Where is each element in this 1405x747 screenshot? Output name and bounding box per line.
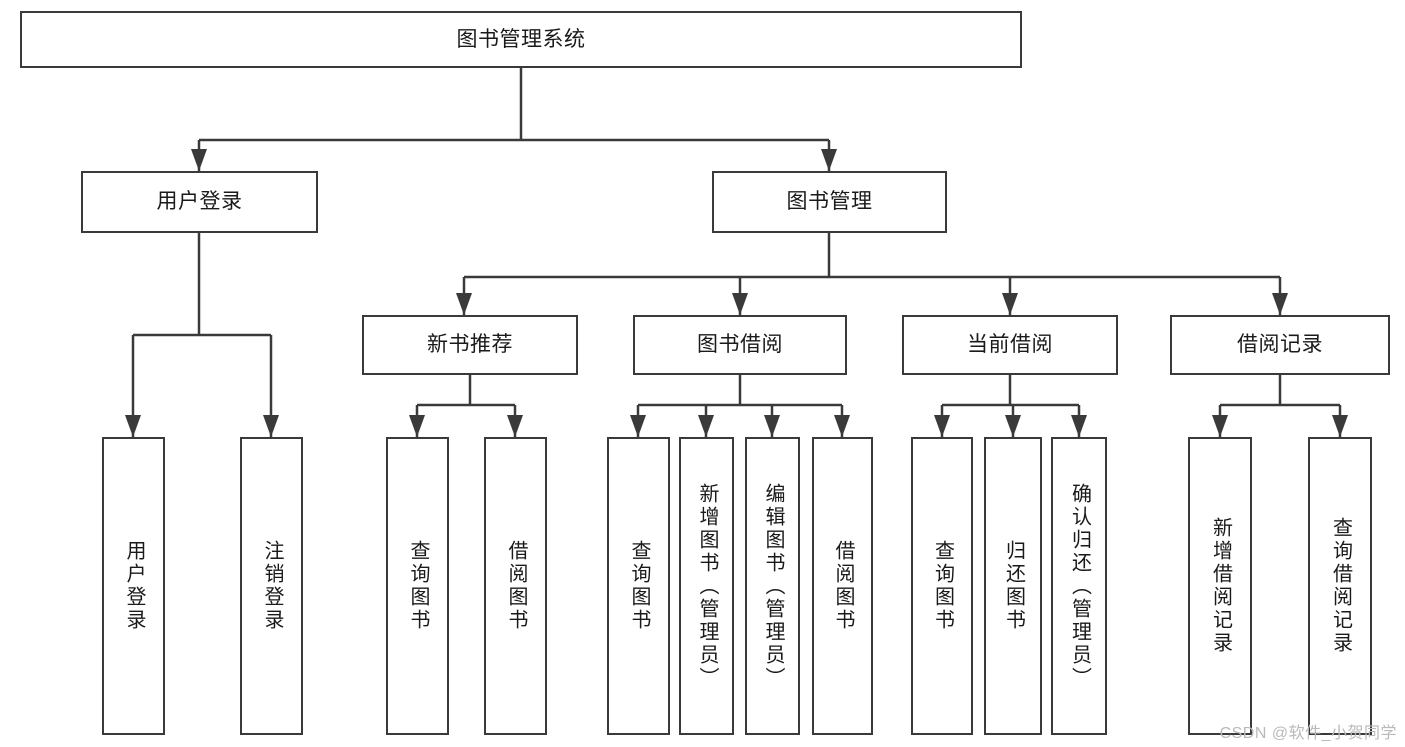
node-label-l12: 新增借阅记录	[1209, 517, 1232, 655]
c-root-arrowhead-0	[191, 149, 207, 171]
node-box-newbook[interactable]: 新书推荐	[362, 315, 578, 375]
c-login-arrowhead-1	[263, 415, 279, 437]
node-label-l11: 确认归还（管理员）	[1068, 482, 1091, 690]
node-box-records[interactable]: 借阅记录	[1170, 315, 1390, 375]
c-records-arrowhead-1	[1332, 415, 1348, 437]
node-box-login[interactable]: 用户登录	[81, 171, 318, 233]
node-label-l13: 查询借阅记录	[1329, 517, 1352, 655]
node-label-l3: 查询图书	[407, 540, 429, 632]
node-box-l12[interactable]: 新增借阅记录	[1188, 437, 1252, 735]
c-borrow-arrowhead-2	[764, 415, 780, 437]
node-box-borrow[interactable]: 图书借阅	[633, 315, 847, 375]
node-label-root: 图书管理系统	[456, 27, 586, 51]
node-label-l8: 借阅图书	[832, 540, 854, 632]
c-bookmgmt-arrowhead-3	[1272, 293, 1288, 315]
node-label-l10: 归还图书	[1002, 540, 1025, 632]
node-box-l4[interactable]: 借阅图书	[484, 437, 547, 735]
c-newbook-arrowhead-1	[507, 415, 523, 437]
node-box-l13[interactable]: 查询借阅记录	[1308, 437, 1372, 735]
node-box-l5[interactable]: 查询图书	[607, 437, 670, 735]
node-label-newbook: 新书推荐	[427, 333, 513, 357]
node-label-l1: 用户登录	[123, 540, 145, 632]
node-label-l5: 查询图书	[628, 540, 650, 632]
c-current-arrowhead-2	[1071, 415, 1087, 437]
c-borrow-arrowhead-1	[698, 415, 714, 437]
c-borrow-arrowhead-3	[834, 415, 850, 437]
c-bookmgmt-arrowhead-0	[456, 293, 472, 315]
c-records-arrowhead-0	[1212, 415, 1228, 437]
node-label-login: 用户登录	[156, 190, 243, 214]
node-label-l2: 注销登录	[261, 540, 283, 632]
c-current-arrowhead-0	[934, 415, 950, 437]
node-label-bookmgmt: 图书管理	[786, 190, 873, 214]
c-bookmgmt-arrowhead-2	[1002, 293, 1018, 315]
c-newbook-arrowhead-0	[409, 415, 425, 437]
node-box-l2[interactable]: 注销登录	[240, 437, 303, 735]
node-box-bookmgmt[interactable]: 图书管理	[712, 171, 947, 233]
c-borrow-arrowhead-0	[630, 415, 646, 437]
node-box-l3[interactable]: 查询图书	[386, 437, 449, 735]
node-label-l6: 新增图书（管理员）	[696, 482, 718, 690]
node-label-l9: 查询图书	[931, 540, 954, 632]
c-login-arrowhead-0	[125, 415, 141, 437]
node-box-current[interactable]: 当前借阅	[902, 315, 1118, 375]
node-box-l11[interactable]: 确认归还（管理员）	[1051, 437, 1107, 735]
node-box-l9[interactable]: 查询图书	[911, 437, 973, 735]
node-box-l7[interactable]: 编辑图书（管理员）	[745, 437, 800, 735]
c-current-arrowhead-1	[1005, 415, 1021, 437]
c-bookmgmt-arrowhead-1	[732, 293, 748, 315]
node-box-l10[interactable]: 归还图书	[984, 437, 1042, 735]
node-box-l8[interactable]: 借阅图书	[812, 437, 873, 735]
node-label-current: 当前借阅	[967, 333, 1053, 357]
node-label-l7: 编辑图书（管理员）	[762, 482, 784, 690]
c-root-arrowhead-1	[821, 149, 837, 171]
node-label-borrow: 图书借阅	[697, 333, 783, 357]
node-box-l1[interactable]: 用户登录	[102, 437, 165, 735]
node-box-l6[interactable]: 新增图书（管理员）	[679, 437, 734, 735]
node-label-records: 借阅记录	[1237, 333, 1323, 357]
node-box-root[interactable]: 图书管理系统	[20, 11, 1022, 68]
node-label-l4: 借阅图书	[505, 540, 527, 632]
